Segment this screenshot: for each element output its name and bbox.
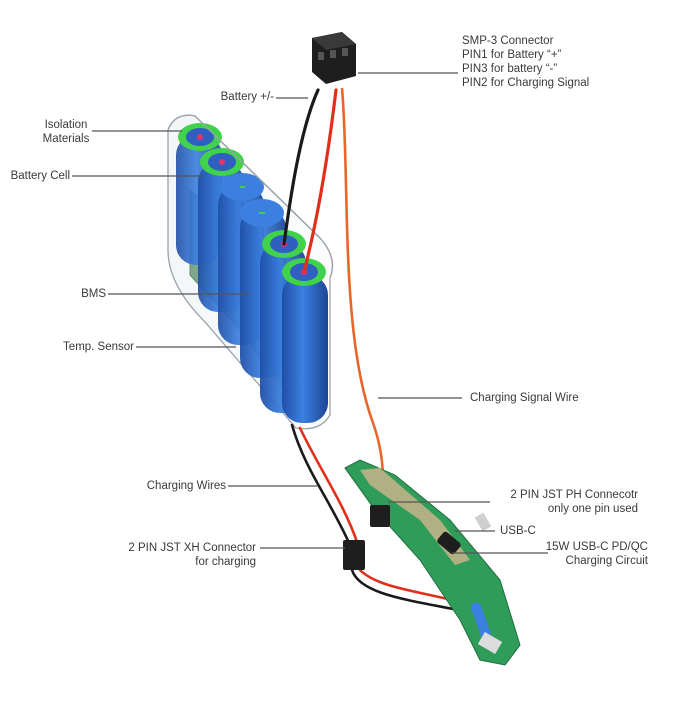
charging-circuit-line-2: Charging Circuit <box>565 555 648 567</box>
label-battery-pm: Battery +/- <box>196 90 274 104</box>
smp3-line-3: PIN3 for battery “-” <box>462 63 558 75</box>
label-isolation-materials: Isolation Materials <box>24 118 108 146</box>
label-bms: BMS <box>40 287 106 301</box>
charging-signal-wire <box>340 87 385 516</box>
jst-xh-connector <box>343 540 365 570</box>
smp3-connector <box>312 32 356 84</box>
battery-wires <box>282 88 338 274</box>
battery-pm-text: Battery +/- <box>220 91 274 103</box>
charging-signal-wire-text: Charging Signal Wire <box>470 392 579 404</box>
usb-c-text: USB-C <box>500 525 536 537</box>
jst-ph-line-2: only one pin used <box>547 503 638 515</box>
smp3-line-4: PIN2 for Charging Signal <box>462 77 590 89</box>
label-temp-sensor: Temp. Sensor <box>20 340 134 354</box>
jst-xh-line-2: for charging <box>195 556 256 568</box>
leader-lines <box>72 72 548 554</box>
label-charging-signal-wire: Charging Signal Wire <box>470 391 579 405</box>
label-battery-cell: Battery Cell <box>0 169 70 183</box>
label-charging-circuit: 15W USB-C PD/QC Charging Circuit <box>540 540 648 568</box>
jst-ph-connector <box>370 505 390 527</box>
temp-sensor-text: Temp. Sensor <box>63 341 134 353</box>
jst-ph-line-1: 2 PIN JST PH Connecotr <box>510 489 638 501</box>
isolation-line-2: Materials <box>42 133 90 145</box>
label-jst-ph: 2 PIN JST PH Connecotr only one pin used <box>490 488 638 516</box>
bms-text: BMS <box>81 288 106 300</box>
isolation-line-1: Isolation <box>44 119 88 131</box>
charging-wires-text: Charging Wires <box>146 480 226 492</box>
label-jst-xh: 2 PIN JST XH Connector for charging <box>100 541 256 569</box>
label-usb-c: USB-C <box>500 524 536 538</box>
label-charging-wires: Charging Wires <box>90 479 226 493</box>
casing-top-edge <box>167 114 334 279</box>
smp3-line-2: PIN1 for Battery “+” <box>462 49 562 61</box>
battery-cells <box>176 123 328 423</box>
label-smp3-connector: SMP-3 Connector PIN1 for Battery “+” PIN… <box>462 34 589 90</box>
jst-xh-line-1: 2 PIN JST XH Connector <box>128 542 256 554</box>
battery-cell-text: Battery Cell <box>10 170 70 182</box>
charging-circuit-line-1: 15W USB-C PD/QC <box>545 541 648 553</box>
smp3-line-1: SMP-3 Connector <box>462 35 554 47</box>
